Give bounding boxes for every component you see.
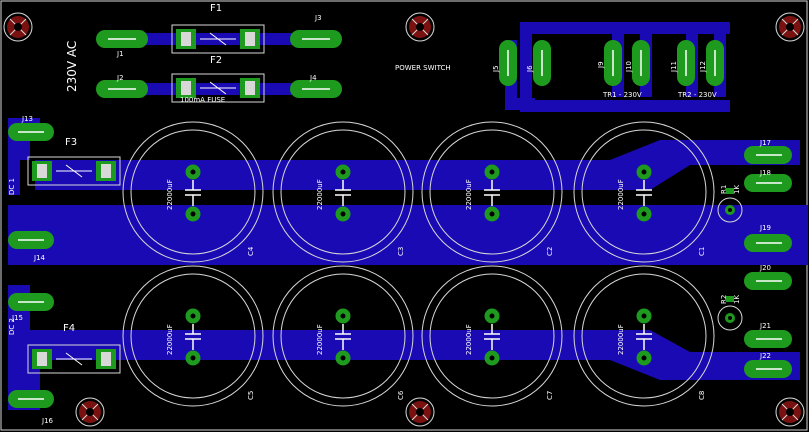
svg-text:22000uF: 22000uF bbox=[166, 324, 174, 355]
label-c6: C6 bbox=[397, 390, 405, 400]
label-c4: C4 bbox=[247, 246, 255, 256]
label-j6: J6 bbox=[526, 65, 534, 73]
label-j15: J15 bbox=[11, 314, 23, 322]
label-j22: J22 bbox=[759, 352, 771, 360]
svg-text:22000uF: 22000uF bbox=[166, 179, 174, 210]
label-r1-value: 1K bbox=[733, 185, 741, 194]
fuse-note: 100mA FUSE bbox=[180, 96, 225, 104]
capacitor-symbols bbox=[185, 180, 652, 350]
svg-text:22000uF: 22000uF bbox=[316, 179, 324, 210]
svg-text:22000uF: 22000uF bbox=[617, 179, 625, 210]
label-j11: J11 bbox=[670, 61, 678, 73]
resistors bbox=[725, 188, 735, 323]
svg-text:22000uF: 22000uF bbox=[617, 324, 625, 355]
label-j10: J10 bbox=[625, 61, 633, 73]
label-r2: R2 bbox=[720, 295, 728, 304]
tr2-label: TR2 - 230V bbox=[677, 91, 717, 99]
fuse-holders bbox=[27, 24, 265, 374]
tr1-label: TR1 - 230V bbox=[602, 91, 642, 99]
label-j9: J9 bbox=[597, 61, 605, 69]
svg-text:22000uF: 22000uF bbox=[465, 324, 473, 355]
power-switch-label: POWER SWITCH bbox=[395, 64, 451, 72]
svg-text:22000uF: 22000uF bbox=[316, 324, 324, 355]
label-r2-value: 1K bbox=[733, 295, 741, 304]
label-c1: C1 bbox=[698, 247, 706, 256]
label-j13: J13 bbox=[21, 115, 33, 123]
label-f3: F3 bbox=[65, 137, 77, 148]
label-c3: C3 bbox=[397, 247, 405, 256]
label-c8: C8 bbox=[698, 391, 706, 400]
label-j19: J19 bbox=[759, 224, 771, 232]
label-f1: F1 bbox=[210, 3, 222, 14]
label-j5: J5 bbox=[492, 65, 500, 73]
label-j16: J16 bbox=[41, 417, 54, 425]
mounting-holes bbox=[3, 12, 805, 427]
label-j20: J20 bbox=[759, 264, 771, 272]
label-c2: C2 bbox=[546, 247, 554, 256]
label-c5: C5 bbox=[247, 391, 255, 400]
label-j4: J4 bbox=[309, 74, 317, 82]
label-r1: R1 bbox=[720, 185, 728, 194]
label-f4: F4 bbox=[63, 323, 75, 334]
voltage-label: 230V AC bbox=[65, 41, 79, 92]
label-j2: J2 bbox=[116, 74, 124, 82]
dc1-label: DC 1 bbox=[8, 178, 16, 195]
label-j21: J21 bbox=[759, 322, 771, 330]
capacitor-values: 22000uF 22000uF 22000uF 22000uF 22000uF … bbox=[166, 179, 625, 355]
capacitor-outlines bbox=[122, 121, 743, 407]
label-f2: F2 bbox=[210, 55, 222, 66]
label-j17: J17 bbox=[759, 139, 771, 147]
label-j1: J1 bbox=[116, 50, 124, 58]
label-c7: C7 bbox=[546, 391, 554, 400]
label-j3: J3 bbox=[314, 14, 322, 22]
dc2-label: DC 2 bbox=[8, 318, 16, 335]
label-j18: J18 bbox=[759, 169, 771, 177]
svg-text:22000uF: 22000uF bbox=[465, 179, 473, 210]
label-j12: J12 bbox=[699, 61, 707, 73]
label-j14: J14 bbox=[33, 254, 46, 262]
